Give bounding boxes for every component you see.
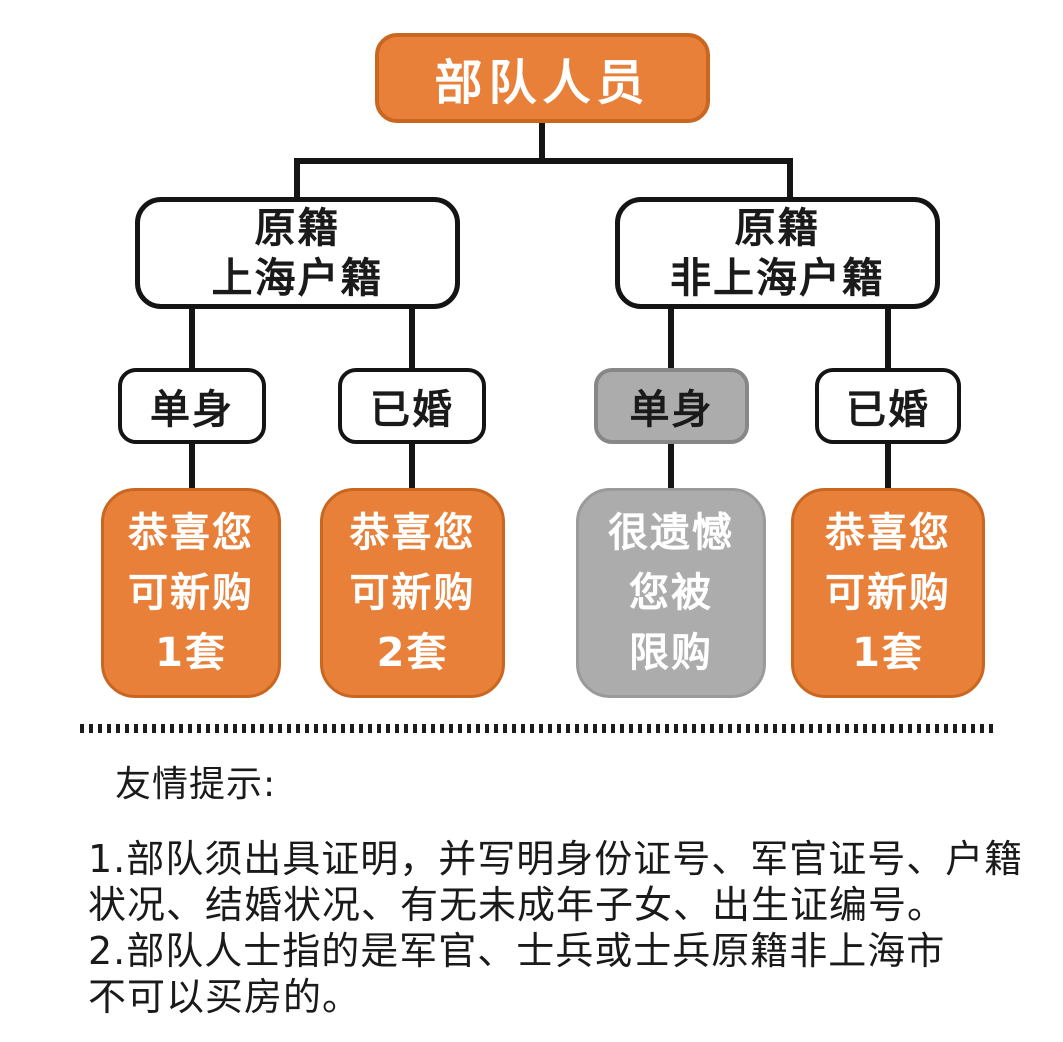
connector-root-drop: [539, 121, 545, 161]
connector-result-2: [409, 442, 415, 490]
connector-result-1: [189, 442, 195, 490]
status-label: 已婚: [370, 387, 454, 433]
result-line: 恭喜您: [825, 510, 951, 556]
result-node-buy-1-unit: 恭喜您 可新购 1套: [101, 488, 281, 698]
status-label: 单身: [150, 387, 234, 433]
note-2-line-2: 不可以买房的。: [88, 975, 362, 1019]
result-line: 限购: [629, 630, 713, 676]
status-node-single-shanghai: 单身: [118, 368, 266, 444]
connector-status-1: [189, 306, 195, 370]
connector-status-2: [409, 306, 415, 370]
result-node-buy-2-units: 恭喜您 可新购 2套: [320, 488, 505, 698]
result-line: 1套: [852, 630, 924, 676]
result-line: 恭喜您: [128, 510, 254, 556]
result-node-purchase-restricted: 很遗憾 您被 限购: [576, 488, 766, 698]
root-node-label: 部队人员: [434, 55, 651, 111]
connector-status-4: [885, 306, 891, 370]
result-line: 您被: [629, 570, 713, 616]
result-line: 可新购: [349, 570, 476, 616]
branch-label-line2: 非上海户籍: [670, 254, 885, 302]
result-line: 很遗憾: [608, 510, 734, 556]
note-1-line-1: 1.部队须出具证明，并写明身份证号、军官证号、户籍: [88, 837, 1024, 881]
status-node-single-non-shanghai: 单身: [594, 368, 749, 444]
status-node-married-non-shanghai: 已婚: [815, 368, 961, 444]
status-node-married-shanghai: 已婚: [338, 368, 486, 444]
connector-status-3: [668, 306, 674, 370]
result-line: 1套: [155, 630, 227, 676]
branch-label-line1: 原籍: [734, 204, 821, 252]
branch-label-line1: 原籍: [254, 204, 341, 252]
connector-result-3: [668, 442, 674, 490]
connector-horizontal: [294, 158, 793, 164]
connector-result-4: [885, 442, 891, 490]
result-line: 可新购: [825, 570, 951, 616]
result-line: 恭喜您: [349, 510, 476, 556]
result-node-buy-1-unit: 恭喜您 可新购 1套: [791, 488, 985, 698]
dotted-divider: [80, 724, 995, 733]
status-label: 单身: [629, 387, 714, 433]
notes-body: 1.部队须出具证明，并写明身份证号、军官证号、户籍 状况、结婚状况、有无未成年子…: [88, 836, 1024, 1020]
note-2-line-1: 2.部队人士指的是军官、士兵或士兵原籍非上海市: [88, 929, 946, 973]
notes-title: 友情提示:: [115, 764, 277, 805]
branch-node-non-shanghai-registered: 原籍 非上海户籍: [615, 197, 940, 309]
result-line: 可新购: [128, 570, 254, 616]
connector-branch-left-drop: [294, 158, 300, 200]
result-line: 2套: [376, 630, 449, 676]
status-label: 已婚: [846, 387, 930, 433]
note-1-line-2: 状况、结婚状况、有无未成年子女、出生证编号。: [88, 883, 947, 927]
root-node-military-personnel: 部队人员: [375, 33, 710, 123]
connector-branch-right-drop: [787, 158, 793, 200]
branch-node-shanghai-registered: 原籍 上海户籍: [135, 197, 460, 309]
branch-label-line2: 上海户籍: [211, 254, 384, 302]
